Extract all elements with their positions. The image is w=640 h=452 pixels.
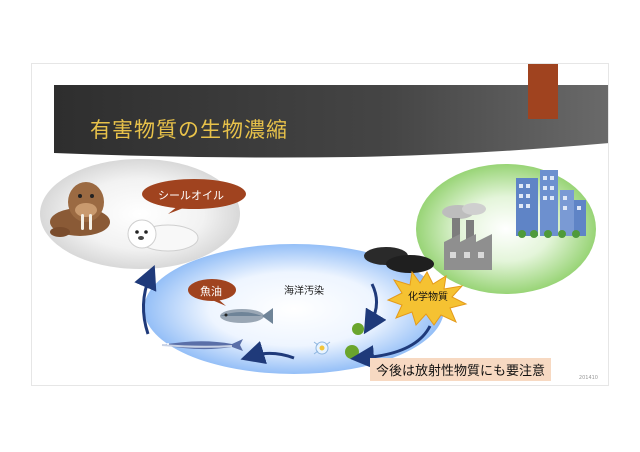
radioactive-warning: 今後は放射性物質にも要注意	[370, 358, 552, 381]
accent-bar	[528, 64, 558, 119]
fish-icon	[220, 308, 273, 324]
buildings-icon	[516, 170, 586, 238]
oil-slick-icon	[364, 247, 434, 273]
seal-oil-bubble	[142, 179, 246, 214]
fish-oil-label: 魚油	[200, 285, 222, 298]
plankton-icon	[313, 341, 331, 355]
ocean-pollution-label: 海洋汚染	[284, 286, 324, 297]
chemicals-label: 化学物質	[408, 292, 448, 303]
saury-icon	[161, 339, 243, 351]
title-banner	[54, 85, 608, 158]
slide: 有害物質の生物濃縮 シールオイル 魚油 海洋汚染	[31, 63, 609, 386]
cycle-arrows	[134, 264, 432, 370]
seal-oil-label: シールオイル	[158, 189, 224, 202]
slide-title: 有害物質の生物濃縮	[90, 118, 288, 142]
chemicals-burst	[386, 270, 468, 326]
slide-footnote: 201410	[578, 375, 598, 381]
factory-icon	[442, 203, 492, 270]
walrus-icon	[50, 182, 110, 237]
seal-icon	[127, 219, 199, 252]
fish-oil-bubble	[188, 279, 236, 306]
